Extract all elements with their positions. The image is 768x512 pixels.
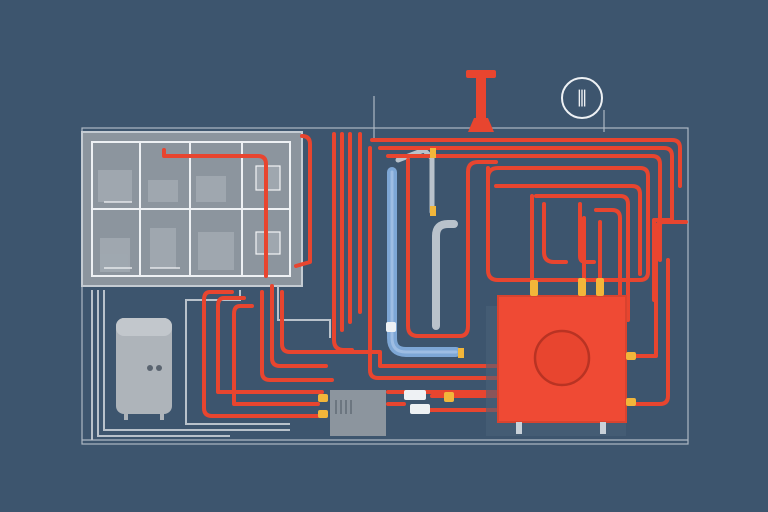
flue-chimney xyxy=(466,70,496,132)
white-fittings xyxy=(386,322,430,414)
boiler-unit xyxy=(486,295,627,436)
hot-water-pipes xyxy=(162,132,688,418)
electrical-symbol-icon: ⫴ xyxy=(561,77,603,119)
electrical-symbol-label: ⫴ xyxy=(577,87,586,112)
storage-tank xyxy=(116,318,172,420)
grey-distribution-pipes xyxy=(91,286,331,440)
valves xyxy=(318,148,636,418)
pump-control-unit xyxy=(330,390,386,436)
cold-water-pipe xyxy=(387,147,461,357)
